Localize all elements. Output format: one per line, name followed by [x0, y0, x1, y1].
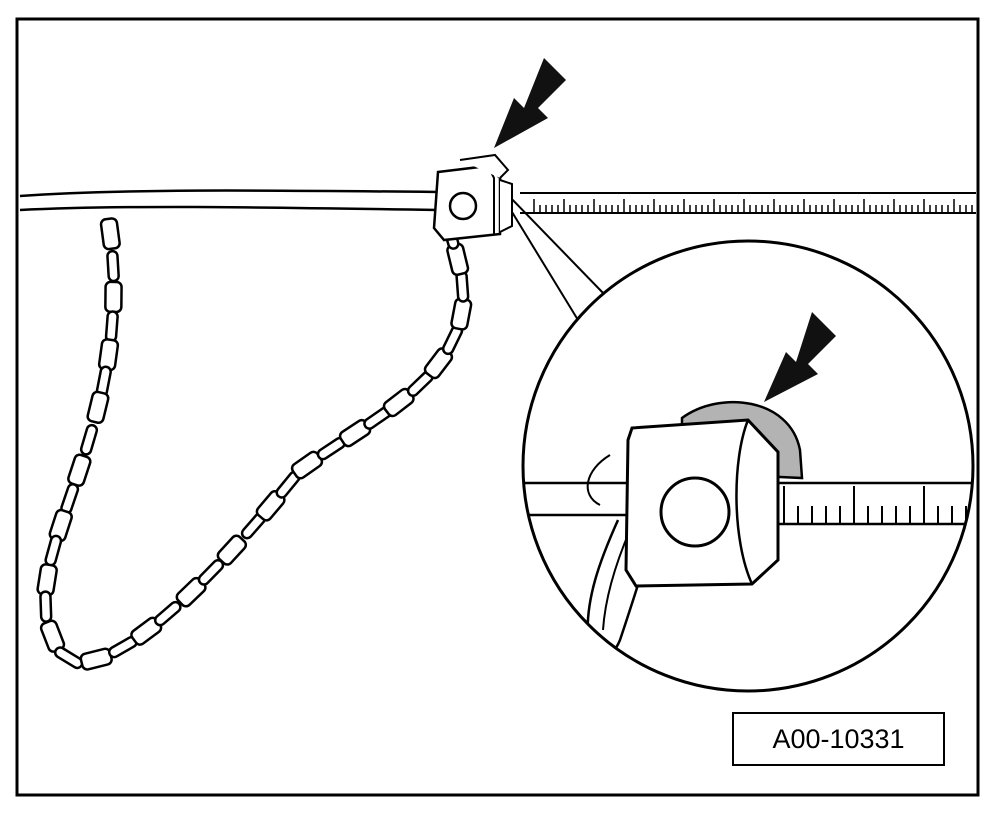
chain-link — [104, 280, 123, 314]
clamp-bolt — [448, 191, 478, 221]
magnified-detail — [521, 239, 975, 693]
arrow-down-left-icon — [494, 58, 566, 148]
measuring-scale — [520, 192, 976, 214]
chain — [36, 217, 473, 671]
callout-line-lower — [511, 211, 579, 321]
callout-line-upper — [506, 193, 606, 296]
chain-link — [104, 310, 119, 343]
rope-bottom-edge — [19, 205, 439, 212]
arrow-down-left-icon — [764, 312, 836, 402]
chain-link — [86, 390, 110, 424]
reference-code-label: A00-10331 — [732, 712, 945, 766]
rope-top-edge — [19, 189, 439, 198]
chain-link — [99, 217, 121, 251]
chain-link — [97, 338, 120, 372]
chain-link — [153, 600, 182, 627]
chain-link — [79, 423, 99, 456]
chain-link — [106, 249, 120, 283]
chain-link — [39, 590, 53, 623]
clamp-block — [432, 153, 513, 242]
magnified-clamp-bolt — [659, 476, 731, 548]
chain-link — [216, 534, 248, 566]
